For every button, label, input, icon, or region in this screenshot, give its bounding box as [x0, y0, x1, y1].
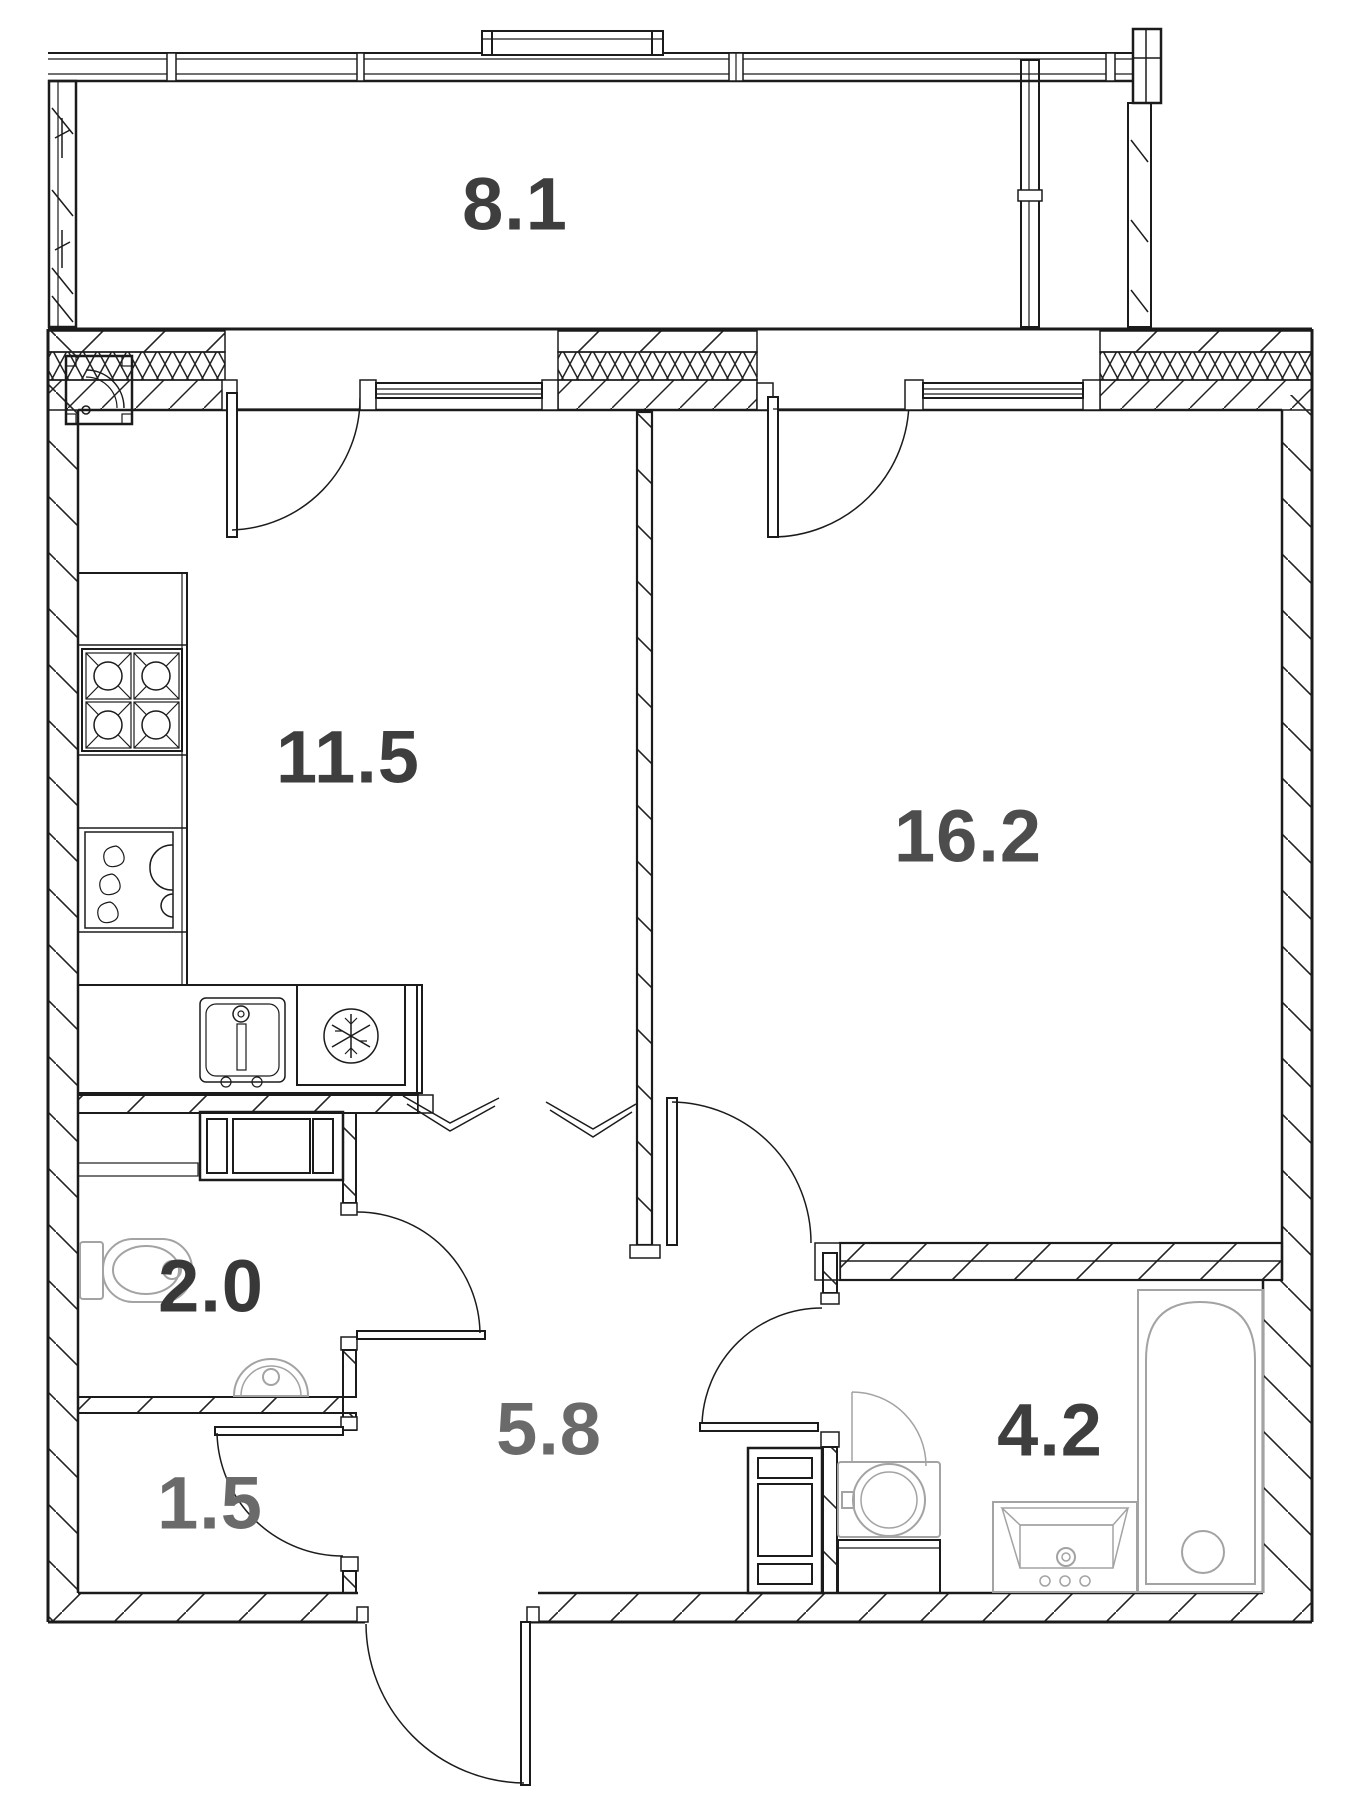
label-balcony-area: 8.1 — [462, 162, 568, 246]
wc-shelf — [77, 1162, 199, 1177]
label-toilet-area: 2.0 — [158, 1244, 264, 1328]
bottom-exterior-wall — [48, 1591, 1312, 1786]
bathroom-walls — [820, 1252, 840, 1594]
toilet-icon — [79, 1238, 193, 1303]
label-hallway-area: 5.8 — [496, 1387, 602, 1471]
kitchen-hall-partition — [77, 1094, 434, 1114]
entrance-door — [356, 1606, 540, 1786]
washing-machine-icon — [837, 1391, 941, 1594]
label-bathroom-area: 4.2 — [997, 1388, 1103, 1472]
wc-sink-icon — [232, 1358, 310, 1397]
bathtub-icon — [1137, 1289, 1264, 1593]
storage-door — [214, 1426, 344, 1557]
snowflake-icon — [331, 1014, 371, 1058]
kitchen-balcony-door — [221, 379, 361, 538]
kitchen-sink-icon — [77, 984, 423, 1094]
wc-fixtures — [77, 1110, 345, 1397]
right-exterior-wall — [1261, 329, 1314, 1622]
living-room-door — [666, 1097, 812, 1246]
balcony-glazing — [47, 27, 1163, 329]
label-storage-area: 1.5 — [157, 1461, 263, 1545]
washbasin-icon — [992, 1501, 1138, 1593]
fridge-icon — [296, 984, 406, 1086]
dish-cabinet-icon — [84, 831, 174, 929]
wc-walls — [77, 1112, 358, 1414]
wc-door — [356, 1211, 486, 1340]
utility-cabinet — [198, 1110, 345, 1182]
stove-icon — [81, 648, 183, 752]
bathroom-fixtures — [837, 1289, 1264, 1594]
kitchen-fixtures — [64, 354, 423, 1095]
kitchen-window — [359, 379, 559, 411]
livingroom-bottom-wall — [814, 1241, 1284, 1282]
bathroom-door — [699, 1307, 823, 1432]
top-exterior-wall — [47, 327, 1313, 538]
kitchen-livingroom-partition — [629, 410, 661, 1259]
vent-shaft-icon — [64, 354, 134, 426]
living-room-balcony-door — [756, 382, 910, 538]
label-kitchen-area: 11.5 — [276, 715, 420, 799]
label-living-room-area: 16.2 — [893, 794, 1043, 878]
kitchen-counter — [77, 572, 188, 986]
hall-cabinet — [746, 1446, 824, 1595]
left-exterior-wall — [46, 329, 80, 1622]
storage-walls — [340, 1412, 359, 1594]
living-room-window — [904, 379, 1101, 411]
open-doorway-symbol — [402, 1095, 637, 1138]
